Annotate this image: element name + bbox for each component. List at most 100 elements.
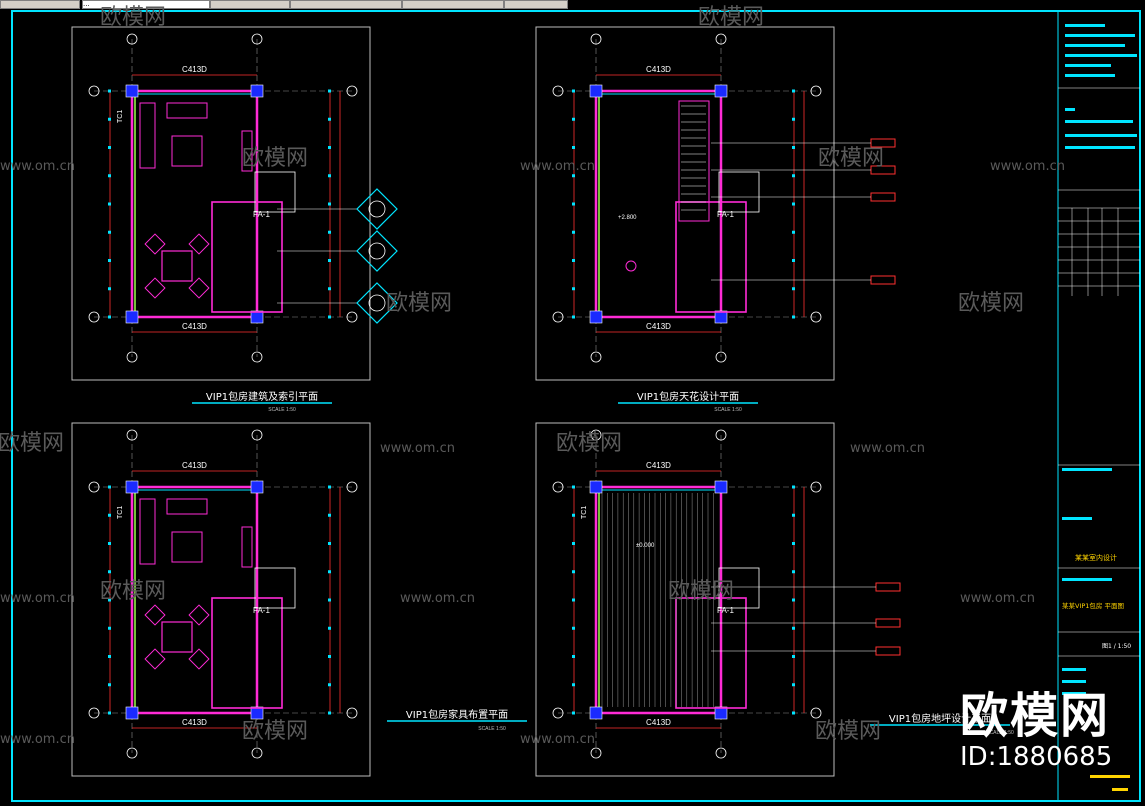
service-area	[675, 597, 747, 709]
grid-bubble	[126, 429, 138, 441]
drawing-tab-2[interactable]	[210, 0, 290, 9]
grid-bubble	[552, 311, 564, 323]
title-block-text	[1062, 468, 1112, 471]
dim-tick	[572, 230, 575, 234]
room-tag: FA-1	[253, 606, 270, 615]
grid-bubble	[552, 707, 564, 719]
elevation-tag: +2.800	[618, 215, 637, 221]
grid-bubble	[346, 311, 358, 323]
sofa	[139, 498, 156, 565]
title-block-text	[1065, 146, 1135, 149]
legend-box	[875, 618, 901, 628]
title-block-company: 某某室内设计	[1075, 553, 1117, 562]
dimension-text-bottom: C413D	[646, 718, 671, 727]
grid-bubble	[126, 747, 138, 759]
grid-bubble	[552, 481, 564, 493]
light-fixture	[625, 260, 637, 272]
column	[125, 84, 139, 98]
room-tag: FA-1	[253, 210, 270, 219]
plan-title: VIP1包房建筑及索引平面	[206, 390, 318, 403]
dim-tick	[792, 202, 795, 206]
dining-table	[161, 621, 193, 653]
column	[714, 84, 728, 98]
plan-scale: SCALE 1:50	[268, 407, 296, 413]
dim-tick	[792, 683, 795, 687]
index-bubble	[368, 294, 386, 312]
watermark-brand: 欧模网	[242, 719, 308, 744]
dim-tick	[328, 287, 331, 291]
title-block-drawing-name: 某某VIP1包房 平面图	[1062, 601, 1124, 610]
drawing-tab-1[interactable]: ...	[82, 0, 210, 9]
dim-tick	[328, 570, 331, 574]
dim-tick	[328, 485, 331, 489]
dim-tick	[108, 202, 111, 206]
watermark-brand: 欧模网	[815, 719, 881, 744]
watermark-url: www.om.cn	[400, 591, 475, 606]
title-block-text	[1062, 578, 1112, 581]
dim-tick	[572, 598, 575, 602]
room-tag: FA-1	[717, 606, 734, 615]
chair	[188, 648, 210, 670]
column	[250, 84, 264, 98]
dimension-text-bottom: C413D	[182, 718, 207, 727]
room-wall	[594, 485, 723, 715]
dim-tick	[572, 626, 575, 630]
watermarks: 欧模网欧模网欧模网欧模网欧模网欧模网欧模网欧模网欧模网欧模网欧模网欧模网www.…	[0, 5, 1065, 747]
dim-tick	[108, 174, 111, 178]
watermark-brand: 欧模网	[0, 431, 64, 456]
grid-bubble	[346, 85, 358, 97]
column	[589, 84, 603, 98]
title-block-text	[1062, 680, 1086, 683]
chair	[144, 604, 166, 626]
dim-tick	[572, 146, 575, 149]
drawing-tabs: ...	[0, 0, 1145, 9]
dim-tick	[792, 174, 795, 178]
sofa	[139, 102, 156, 169]
dim-tick	[572, 655, 575, 658]
watermark-brand: 欧模网	[242, 146, 308, 171]
chair	[188, 604, 210, 626]
grid-bubble	[346, 707, 358, 719]
dim-tick	[108, 117, 111, 121]
grid-bubble	[126, 33, 138, 45]
ceiling-feature	[678, 100, 710, 222]
room-wall	[130, 89, 259, 319]
column	[250, 310, 264, 324]
dim-tick	[328, 117, 331, 121]
badge-brand: 欧模网	[960, 688, 1111, 744]
dim-tick	[108, 683, 111, 687]
plan-title: VIP1包房地坪设计平面	[889, 712, 991, 725]
dim-tick	[792, 485, 795, 489]
dim-tick	[572, 315, 575, 319]
column	[589, 480, 603, 494]
column	[714, 310, 728, 324]
drawing-tab-3[interactable]	[290, 0, 402, 9]
dim-tick	[572, 287, 575, 291]
watermark-url: www.om.cn	[520, 159, 595, 174]
watermark-url: www.om.cn	[850, 441, 925, 456]
cabinet	[241, 130, 253, 172]
column	[250, 706, 264, 720]
legend-box	[870, 275, 896, 285]
dim-tick	[792, 626, 795, 630]
dim-tick	[328, 315, 331, 319]
service-niche	[254, 171, 296, 213]
dim-tick	[108, 513, 111, 517]
drawing-tab-4[interactable]	[402, 0, 504, 9]
title-block-text	[1112, 788, 1128, 791]
index-bubble	[368, 200, 386, 218]
plan-scale: SCALE 1:50	[714, 407, 742, 413]
plan-scale: SCALE 1:50	[986, 730, 1014, 736]
drawing-tab-5[interactable]	[504, 0, 568, 9]
service-area	[675, 201, 747, 313]
dimension-text-top: C413D	[182, 461, 207, 470]
dim-tick	[572, 513, 575, 517]
dim-tick	[328, 711, 331, 715]
chair	[188, 233, 210, 255]
watermark-brand: 欧模网	[386, 291, 452, 316]
drawing-tab-0[interactable]	[0, 0, 80, 9]
